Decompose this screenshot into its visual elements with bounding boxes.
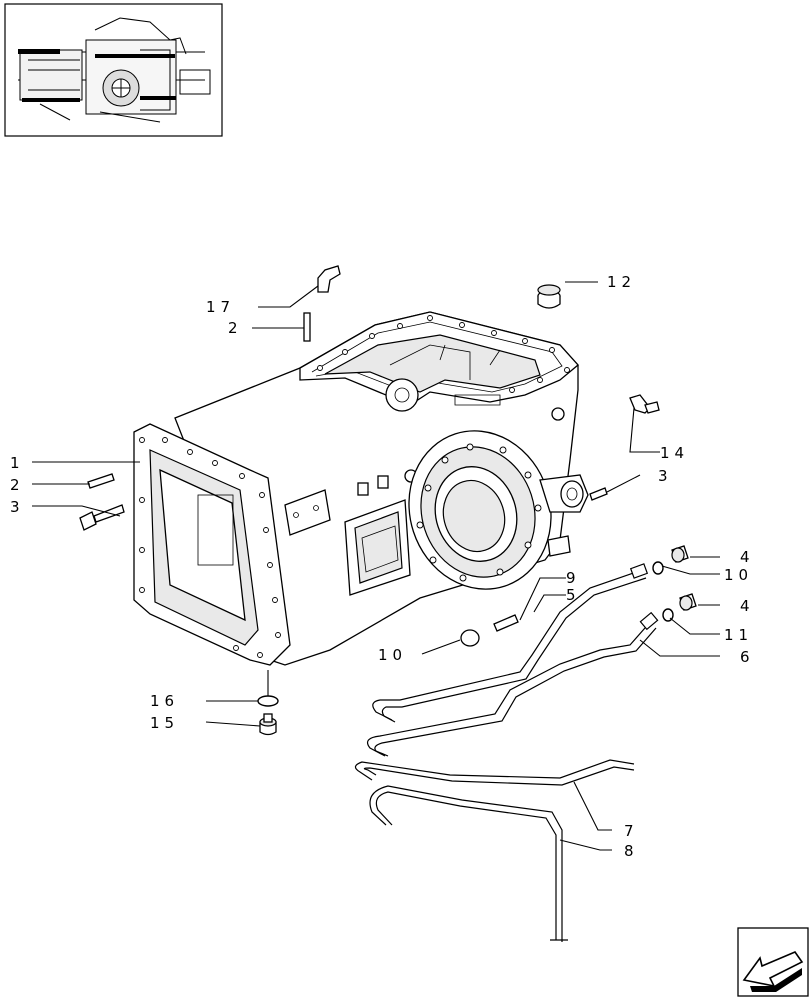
union-nut-icon	[671, 545, 689, 563]
callout-labels: 17 2 12 14 3 1 2 3 4 10 9 5 4 11 6 10 16…	[10, 273, 755, 860]
callout-label: 9	[566, 569, 581, 587]
callout-label: 15	[150, 714, 179, 732]
oil-pipe-assembly	[354, 563, 659, 942]
callout-label: 2	[228, 319, 243, 337]
dowel-pin-icon	[87, 473, 115, 489]
callout-label: 12	[607, 273, 636, 291]
callout-label: 4	[740, 548, 755, 566]
callout-label: 3	[10, 498, 25, 516]
transmission-housing	[133, 311, 589, 666]
bolt-icon	[79, 504, 125, 531]
leader-lines	[32, 281, 720, 851]
callout-label: 16	[150, 692, 179, 710]
elbow-fitting-icon	[317, 265, 341, 293]
dowel-pin-icon	[589, 487, 608, 501]
cap-plug-icon	[537, 284, 561, 309]
callout-label: 5	[566, 586, 581, 604]
thumbnail-icon[interactable]	[4, 3, 223, 137]
union-nut-icon	[679, 593, 697, 611]
washer-icon	[652, 561, 664, 575]
washer-icon	[662, 608, 674, 622]
callout-label: 4	[740, 597, 755, 615]
callout-label: 14	[660, 444, 689, 462]
callout-label: 10	[378, 646, 407, 664]
callout-label: 17	[206, 298, 235, 316]
callout-label: 10	[724, 566, 753, 584]
dowel-pin-icon	[303, 312, 311, 342]
callout-label: 11	[724, 626, 753, 644]
callout-label: 7	[624, 822, 639, 840]
dowel-pin-icon	[493, 614, 519, 632]
back-arrow-icon[interactable]	[737, 927, 809, 997]
callout-label: 8	[624, 842, 639, 860]
callout-label: 1	[10, 454, 25, 472]
callout-label: 2	[10, 476, 25, 494]
callout-label: 6	[740, 648, 755, 666]
bolt-icon	[629, 394, 660, 414]
drain-plug-icon	[259, 713, 277, 736]
o-ring-icon	[257, 695, 279, 707]
plug-icon	[460, 629, 480, 647]
callout-label: 3	[658, 467, 673, 485]
